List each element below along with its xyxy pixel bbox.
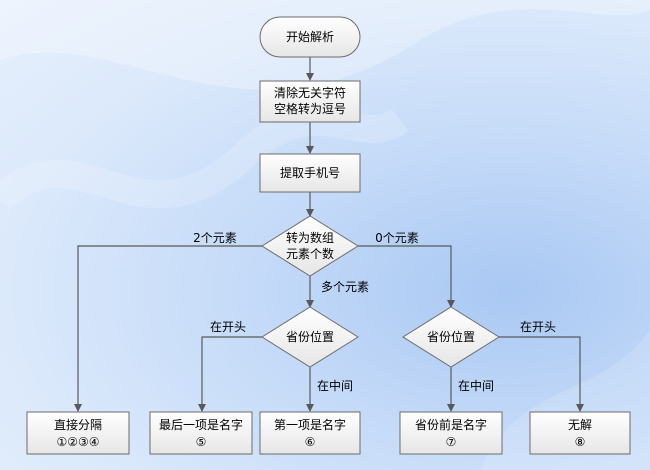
connector-count-direct-split bbox=[74, 245, 262, 412]
last-is-name-line-1: 最后一项是名字 bbox=[159, 417, 243, 432]
clean-process-node: 清除无关字符 空格转为逗号 bbox=[259, 80, 361, 123]
connectors bbox=[74, 57, 584, 412]
extract-phone-label: 提取手机号 bbox=[280, 165, 340, 180]
count-decision-line-1: 转为数组 bbox=[286, 230, 334, 245]
direct-split-line-2: ①②③④ bbox=[56, 435, 99, 449]
no-solution-line-2: ⑧ bbox=[575, 435, 586, 449]
connector-count-right-decision bbox=[358, 245, 455, 308]
province-decision-right-node: 省份位置 bbox=[402, 306, 500, 368]
direct-split-line-1: 直接分隔 bbox=[54, 417, 102, 432]
before-province-name-node: 省份前是名字 ⑦ bbox=[399, 411, 503, 455]
province-decision-left-label: 省份位置 bbox=[286, 329, 334, 344]
count-decision-node: 转为数组 元素个数 bbox=[261, 215, 359, 277]
edge-label-two-elements: 2个元素 bbox=[193, 231, 237, 245]
no-solution-line-1: 无解 bbox=[568, 418, 592, 432]
clean-process-line-2: 空格转为逗号 bbox=[274, 101, 346, 116]
connector-right-at-start bbox=[499, 336, 584, 412]
province-decision-right-label: 省份位置 bbox=[427, 329, 475, 344]
extract-phone-node: 提取手机号 bbox=[259, 153, 361, 193]
before-province-name-line-2: ⑦ bbox=[446, 435, 457, 449]
province-decision-left-node: 省份位置 bbox=[261, 306, 359, 368]
connector-left-at-start bbox=[198, 336, 262, 412]
no-solution-node: 无解 ⑧ bbox=[529, 411, 631, 455]
clean-process-line-1: 清除无关字符 bbox=[274, 85, 346, 100]
edge-label-left-at-start: 在开头 bbox=[210, 320, 246, 334]
first-is-name-line-2: ⑥ bbox=[305, 435, 316, 449]
direct-split-node: 直接分隔 ①②③④ bbox=[26, 411, 130, 455]
first-is-name-node: 第一项是名字 ⑥ bbox=[259, 411, 361, 455]
edge-label-right-at-start: 在开头 bbox=[520, 320, 556, 334]
edge-label-left-in-middle: 在中间 bbox=[317, 378, 353, 393]
edge-label-right-in-middle: 在中间 bbox=[458, 378, 494, 393]
start-node-label: 开始解析 bbox=[286, 30, 334, 44]
last-is-name-node: 最后一项是名字 ⑤ bbox=[149, 411, 253, 455]
before-province-name-line-1: 省份前是名字 bbox=[415, 417, 487, 432]
last-is-name-line-2: ⑤ bbox=[196, 435, 207, 449]
edge-label-zero-elements: 0个元素 bbox=[375, 231, 419, 245]
start-node: 开始解析 bbox=[259, 16, 361, 58]
first-is-name-line-1: 第一项是名字 bbox=[274, 417, 346, 432]
edge-label-many-elements: 多个元素 bbox=[321, 280, 369, 294]
count-decision-line-2: 元素个数 bbox=[286, 246, 334, 261]
